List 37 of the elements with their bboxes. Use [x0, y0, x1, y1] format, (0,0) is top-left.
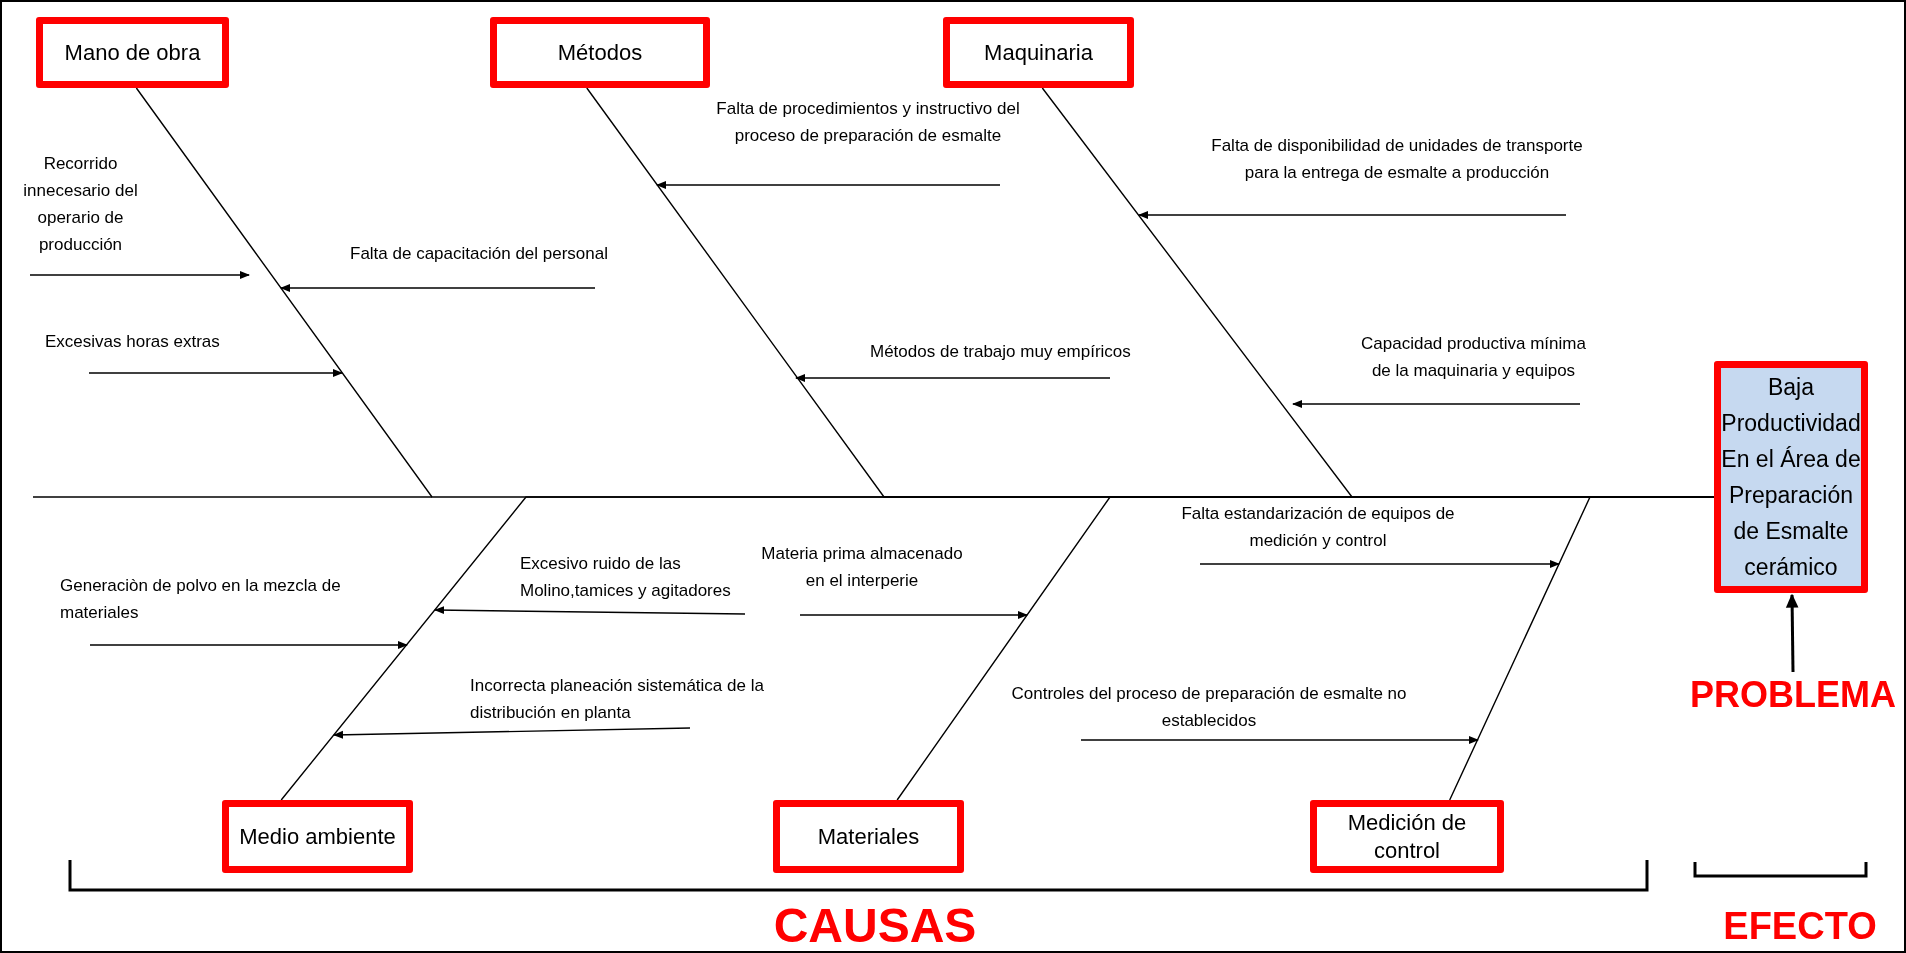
cause-text: Controles del proceso de preparación de esmalte no establecidos: [1010, 680, 1408, 734]
arrow: [795, 374, 1111, 382]
category-box: Medio ambiente: [222, 800, 413, 873]
arrow: [656, 181, 1001, 189]
cause-text: Capacidad productiva mínima de la maquinaria y equipos: [1360, 330, 1587, 384]
arrow: [89, 641, 408, 649]
arrow: [333, 727, 691, 739]
effect-box: Baja Productividad En el Área de Preparación de Esmalte cerámico: [1714, 361, 1868, 593]
cause-text: Falta de disponibilidad de unidades de transporte para la entrega de esmalte a producción: [1210, 132, 1584, 186]
cause-text: Excesivo ruido de las Molino,tamices y agitadores: [520, 550, 733, 604]
arrow: [799, 611, 1028, 619]
arrow: [434, 606, 746, 615]
cause-text: Incorrecta planeación sistemática de la distribución en planta: [470, 672, 766, 726]
cause-text: Métodos de trabajo muy empíricos: [870, 338, 1133, 365]
category-box: Maquinaria: [943, 17, 1134, 88]
arrow: [1138, 211, 1567, 219]
section-label: EFECTO: [1722, 904, 1878, 949]
category-box: Materiales: [773, 800, 964, 873]
arrow: [1080, 736, 1479, 744]
arrow: [88, 369, 343, 377]
arrow: [29, 271, 250, 279]
cause-text: Falta estandarización de equipos de medición y control: [1180, 500, 1456, 554]
arrow: [280, 284, 596, 292]
arrow: [1785, 593, 1799, 673]
cause-text: Generaciòn de polvo en la mezcla de materiales: [60, 572, 343, 626]
cause-text: Materia prima almacenado en el interperie: [760, 540, 964, 594]
cause-text: Falta de capacitación del personal: [350, 240, 610, 267]
cause-text: Falta de procedimientos y instructivo del proceso de preparación de esmalte: [715, 95, 1021, 149]
section-label: CAUSAS: [772, 898, 978, 953]
category-box: Mano de obra: [36, 17, 229, 88]
category-box: Medición de control: [1310, 800, 1504, 873]
cause-text: Excesivas horas extras: [45, 328, 222, 355]
cause-text: Recorrido innecesario del operario de producción: [22, 150, 139, 258]
category-box: Métodos: [490, 17, 710, 88]
arrow: [1292, 400, 1581, 408]
arrow: [1199, 560, 1560, 568]
problem-label: PROBLEMA: [1665, 672, 1906, 718]
